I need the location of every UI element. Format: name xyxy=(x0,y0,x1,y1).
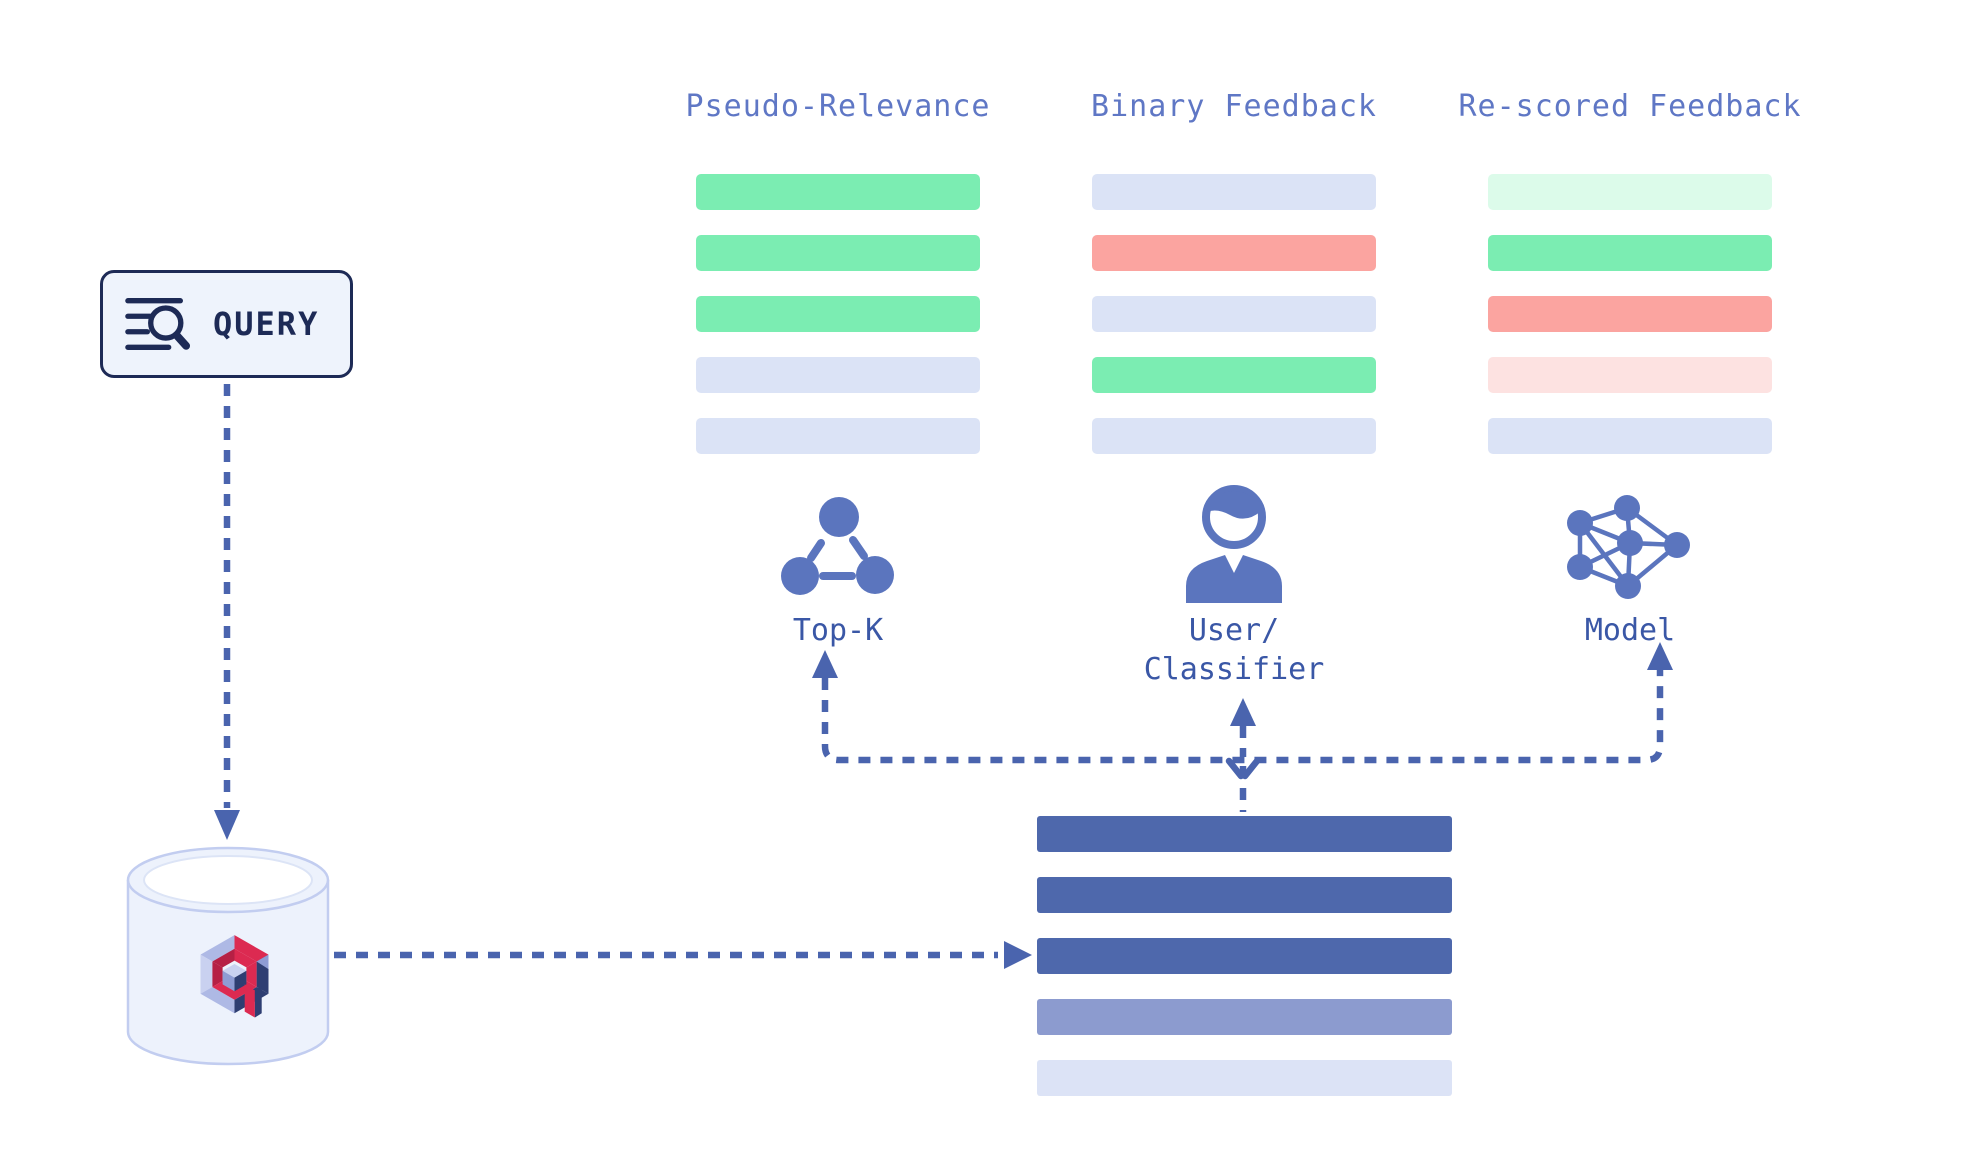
rank-bar-bar_red xyxy=(1092,235,1376,271)
query-box: QUERY xyxy=(100,270,353,378)
rank-bar-bar_green xyxy=(1092,357,1376,393)
rank-bar-bar_neutral xyxy=(1092,296,1376,332)
column-label: Model xyxy=(1584,613,1676,648)
ranked-bars xyxy=(1092,174,1376,479)
column-binary-feedback: Binary Feedback User/ Classifier xyxy=(1091,75,1377,705)
rank-bar-bar_red xyxy=(1488,296,1772,332)
ranked-bars xyxy=(1488,174,1772,479)
column-label: Top-K xyxy=(792,613,884,648)
column-header: Binary Feedback xyxy=(1091,89,1377,124)
rank-bar-bar_green xyxy=(696,174,980,210)
column-label: User/ Classifier xyxy=(1143,613,1325,687)
rank-bar-bar_neutral xyxy=(696,357,980,393)
rank-bar-bar_green_faint xyxy=(1488,174,1772,210)
rank-bar-list_primary xyxy=(1037,816,1452,852)
rank-bar-bar_green xyxy=(696,235,980,271)
ranked-bars xyxy=(696,174,980,479)
column-header: Pseudo-Relevance xyxy=(685,89,991,124)
search-lines-icon xyxy=(125,298,191,350)
neural-network-icon xyxy=(1567,495,1690,599)
rank-bar-list_tertiary xyxy=(1037,1060,1452,1096)
column-header: Re-scored Feedback xyxy=(1458,89,1802,124)
rank-bar-bar_neutral xyxy=(1092,174,1376,210)
retrieved-results-list xyxy=(1037,816,1452,1121)
rank-bar-bar_neutral xyxy=(1092,418,1376,454)
cylinder-top-inner xyxy=(143,855,313,905)
rank-bar-list_secondary xyxy=(1037,999,1452,1035)
junction-chevron-icon xyxy=(1225,757,1261,780)
rank-bar-list_primary xyxy=(1037,938,1452,974)
rank-bar-bar_green xyxy=(696,296,980,332)
column-rescored-feedback: Re-scored Feedback Model xyxy=(1458,75,1800,705)
person-icon xyxy=(1186,485,1282,603)
rank-bar-bar_neutral xyxy=(1488,418,1772,454)
rank-bar-bar_red_faint xyxy=(1488,357,1772,393)
qdrant-logo xyxy=(200,935,269,1018)
rank-bar-bar_neutral xyxy=(696,418,980,454)
arrowhead-down-icon xyxy=(214,810,240,840)
arrowhead-right-icon xyxy=(1004,941,1032,969)
rank-bar-bar_green xyxy=(1488,235,1772,271)
vector-database-cylinder xyxy=(126,846,330,1066)
cluster-graph-icon xyxy=(781,497,894,595)
rank-bar-list_primary xyxy=(1037,877,1452,913)
query-label: QUERY xyxy=(213,305,320,343)
column-pseudo-relevance: Pseudo-Relevance Top-K xyxy=(686,75,990,705)
